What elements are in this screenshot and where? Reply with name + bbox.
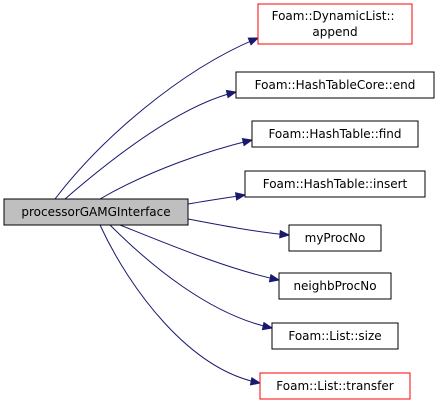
callee-node-hashtablecore-end[interactable]: Foam::HashTableCore::end [235,71,435,99]
call-edge-size [109,224,273,329]
arrowhead-transfer [249,376,262,386]
callee-node-label: Foam::HashTableCore::end [255,78,416,92]
callee-node-label: Foam::List::transfer [276,379,393,393]
call-edges [54,37,291,386]
callee-node-dynamiclist-append[interactable]: Foam::DynamicList:: append [257,3,413,45]
arrowhead-find [241,137,254,147]
callee-node-list-size[interactable]: Foam::List::size [271,322,399,350]
arrowhead-myprocno [279,229,291,239]
root-node[interactable]: processorGAMGInterface [3,198,189,226]
callee-node-myprocno[interactable]: myProcNo [288,224,382,252]
callee-node-label: Foam::List::size [288,329,381,343]
arrowhead-end [225,89,238,99]
call-edge-neighbprocno [119,224,280,281]
callee-node-label: myProcNo [305,231,366,245]
arrowhead-append [247,37,260,46]
callee-node-label: Foam::DynamicList:: append [272,9,399,39]
call-edge-myprocno [187,218,290,236]
callee-node-neighbprocno[interactable]: neighbProcNo [278,272,392,300]
arrowhead-insert [234,192,247,201]
call-edge-find [99,139,253,200]
call-edge-append [54,37,259,200]
arrowhead-size [261,321,274,331]
root-node-label: processorGAMGInterface [21,205,170,219]
callee-node-label: Foam::HashTable::find [268,127,401,141]
call-edge-transfer [99,224,261,384]
callee-node-hashtable-find[interactable]: Foam::HashTable::find [251,120,419,148]
call-edge-end [64,91,237,200]
callee-node-list-transfer[interactable]: Foam::List::transfer [259,372,411,400]
arrowhead-neighbprocno [268,273,281,283]
callee-node-label: Foam::HashTable::insert [263,177,408,191]
callee-node-hashtable-insert[interactable]: Foam::HashTable::insert [244,170,426,198]
callee-node-label: neighbProcNo [293,279,376,293]
